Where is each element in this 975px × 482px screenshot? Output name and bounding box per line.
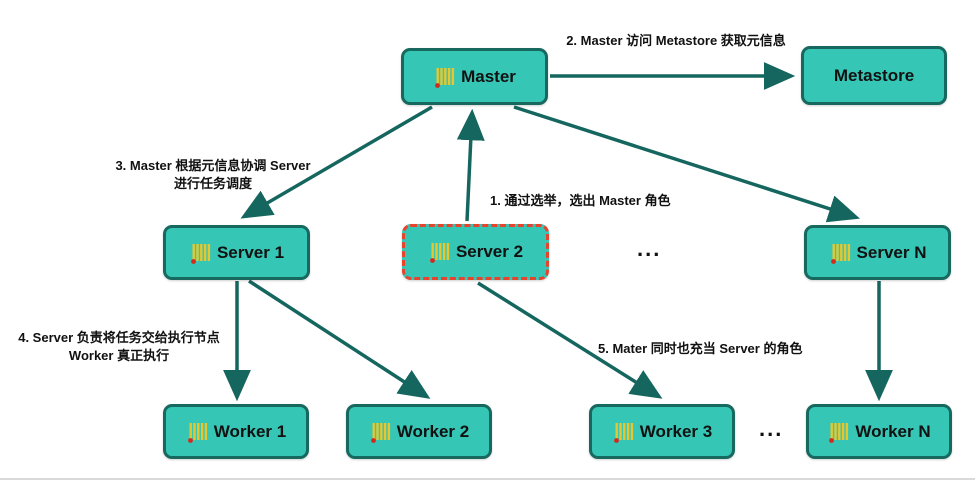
node-server1: Server 1 [163,225,310,280]
node-label: Master [461,66,516,86]
node-server2-elected: Server 2 [402,224,549,280]
node-label: Worker N [855,421,931,441]
annotation-step4: 4. Server 负责将任务交给执行节点 Worker 真正执行 [18,330,220,363]
workers-ellipsis: ... [759,416,784,441]
node-worker2: Worker 2 [346,404,492,459]
node-serverN: Server N [804,225,951,280]
annotation-step5: 5. Mater 同时也充当 Server 的角色 [598,341,803,356]
arrow-server2-to-master [456,108,485,222]
annotation-step3: 3. Master 根据元信息协调 Server 进行任务调度 [115,158,311,191]
database-bars-icon [369,420,393,444]
database-bars-icon [428,240,452,264]
arrow-server1-to-worker2 [248,279,431,399]
database-bars-icon [186,420,210,444]
node-metastore: Metastore [801,46,947,105]
node-label: Server N [856,242,927,262]
database-bars-icon [433,65,457,89]
database-bars-icon [612,420,636,444]
node-workerN: Worker N [806,404,952,459]
node-label: Server 2 [455,242,524,261]
database-bars-icon [189,241,213,265]
node-label: Worker 3 [639,421,713,441]
node-label: Worker 1 [213,421,287,441]
annotation-step1: 1. 通过选举，选出 Master 角色 [490,193,671,208]
node-label: Server 1 [216,242,285,262]
servers-ellipsis: ... [637,236,662,261]
node-label: Worker 2 [396,421,470,441]
node-worker3: Worker 3 [589,404,735,459]
bottom-divider [0,478,975,480]
database-bars-icon [829,241,853,265]
node-label: Metastore [833,65,915,85]
node-master: Master [401,48,548,105]
annotation-step2: 2. Master 访问 Metastore 获取元信息 [566,33,786,48]
node-worker1: Worker 1 [163,404,309,459]
database-bars-icon [827,420,851,444]
